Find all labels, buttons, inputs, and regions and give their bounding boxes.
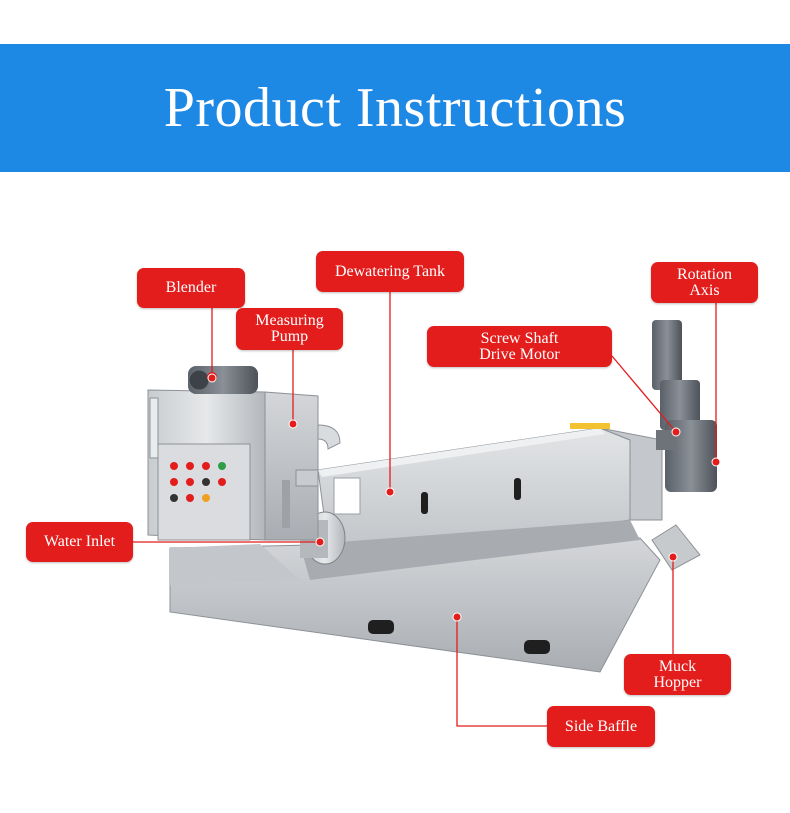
page-title: Product Instructions (163, 77, 627, 139)
dot-dewatering-tank (385, 487, 395, 497)
dot-water-inlet (315, 537, 325, 547)
drive-motor-assembly (651, 320, 717, 571)
label-rotation-axis-line2: Axis (689, 281, 720, 299)
label-muck-hopper-line1: Muck (658, 657, 697, 675)
dewatering-tank-body (300, 423, 663, 580)
dot-muck-hopper (668, 552, 678, 562)
control-buttons (170, 462, 226, 502)
label-side-baffle-text: Side Baffle (564, 717, 638, 735)
leader-lines (133, 292, 717, 727)
dot-rotation-axis (711, 457, 721, 467)
hazard-strip (570, 423, 610, 429)
blender-motor (188, 366, 258, 394)
header-banner: Product Instructions (0, 44, 790, 172)
dot-side-baffle (452, 612, 462, 622)
label-screw-shaft-drive-motor: Screw Shaft Drive Motor (427, 326, 612, 367)
label-screw-shaft-line2: Drive Motor (479, 345, 560, 363)
label-water-inlet-text: Water Inlet (43, 533, 116, 550)
leader-screw-shaft-motor (611, 355, 677, 433)
label-muck-hopper: Muck Hopper (624, 654, 731, 695)
baffle-slot-left (368, 620, 394, 634)
label-dewatering-tank: Dewatering Tank (316, 251, 464, 292)
control-cabinet (157, 443, 251, 541)
label-blender-text: Blender (165, 279, 217, 296)
tank-warning-sticker (333, 477, 361, 515)
outlet-pipe (317, 424, 341, 450)
leader-side-baffle (456, 617, 547, 727)
label-water-inlet: Water Inlet (26, 522, 133, 562)
label-rotation-axis: Rotation Axis (651, 262, 758, 303)
label-measuring-pump: Measuring Pump (236, 308, 343, 350)
label-rotation-axis-line1: Rotation (676, 265, 733, 283)
dot-measuring-pump (288, 419, 298, 429)
label-side-baffle: Side Baffle (547, 706, 655, 747)
label-measuring-pump-line2: Pump (270, 328, 309, 345)
leader-dots (207, 373, 721, 622)
dosing-pipework (282, 469, 319, 528)
label-screw-shaft-line1: Screw Shaft (480, 329, 559, 347)
level-tube (149, 397, 159, 459)
dot-screw-shaft-motor (671, 427, 681, 437)
label-muck-hopper-line2: Hopper (653, 673, 702, 691)
label-dewatering-tank-text: Dewatering Tank (334, 262, 446, 280)
baffle-slot-right (524, 640, 550, 654)
dot-blender (207, 373, 217, 383)
tank-handle-1 (421, 492, 428, 514)
label-blender: Blender (137, 268, 245, 308)
tank-handle-2 (514, 478, 521, 500)
label-measuring-pump-line1: Measuring (255, 312, 324, 329)
side-baffle-panel (169, 537, 661, 673)
